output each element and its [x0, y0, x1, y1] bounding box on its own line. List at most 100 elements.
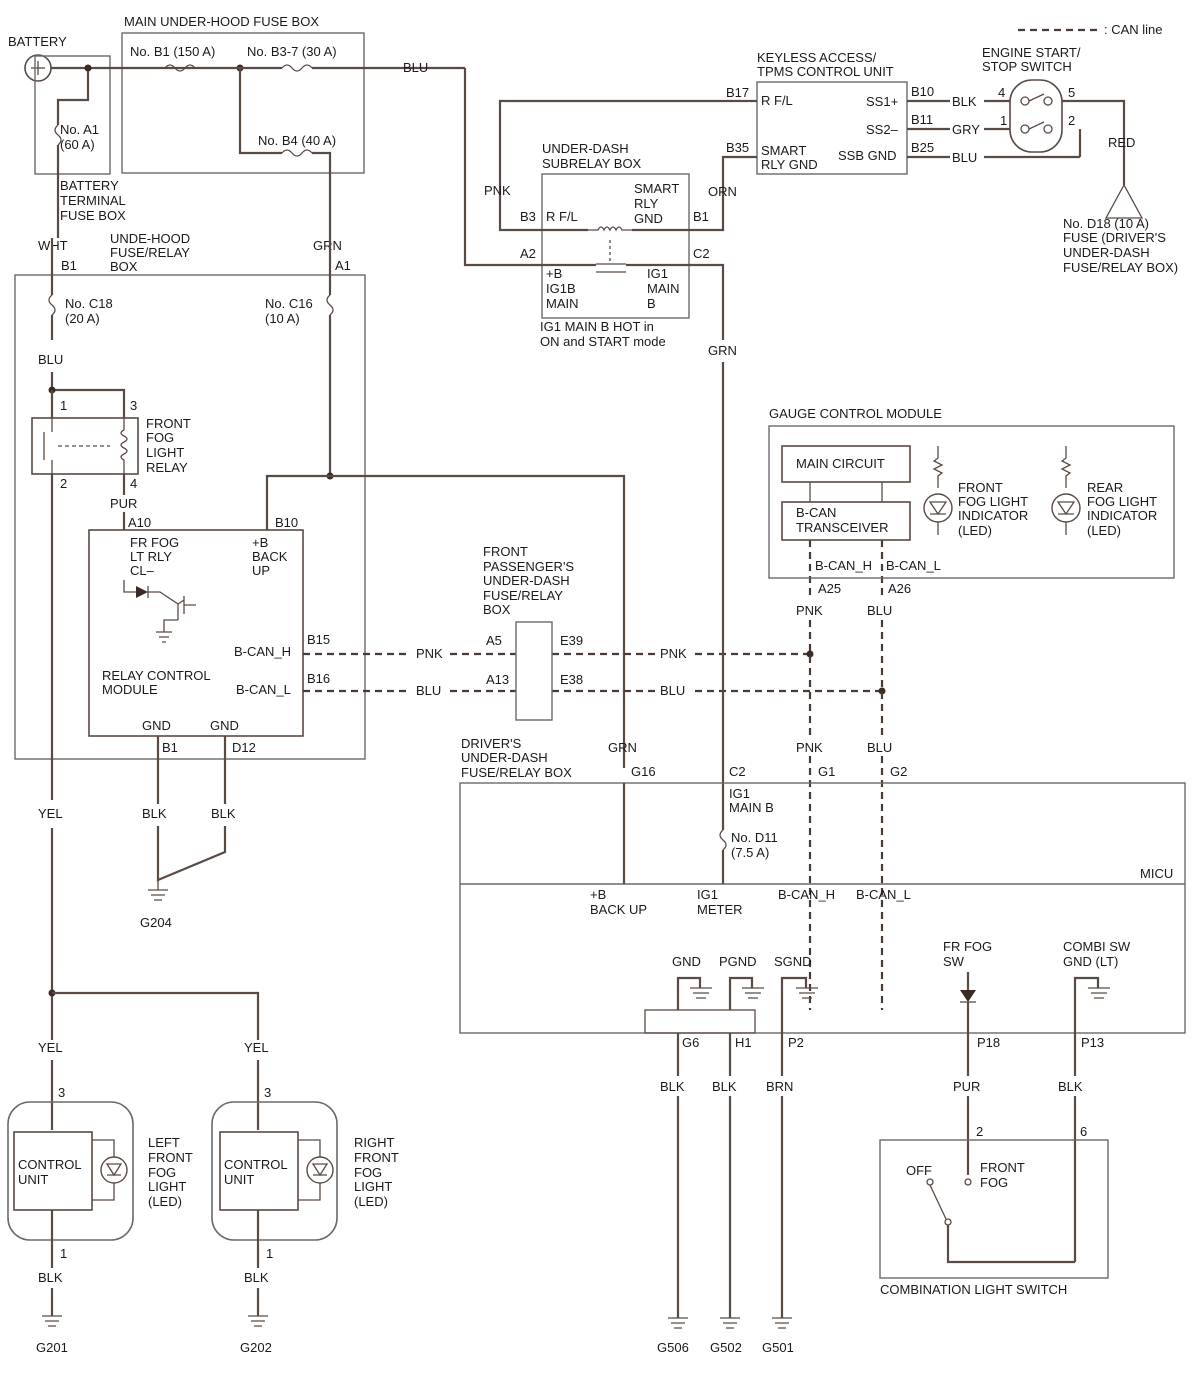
svg-text:(7.5 A): (7.5 A) [731, 845, 769, 860]
driver-box-title: DRIVER'S [461, 736, 522, 751]
svg-text:METER: METER [697, 902, 743, 917]
combination-light-switch: 2 6 OFF FRONT FOG COMBINATION LIGHT SWIT… [879, 1124, 1109, 1297]
ground-g202: G202 [240, 1340, 272, 1355]
rear-fog-indicator: REAR [1087, 480, 1123, 495]
combi-gnd-icon [1088, 987, 1110, 999]
svg-text:FOG LIGHT: FOG LIGHT [958, 494, 1028, 509]
svg-text:MAIN: MAIN [647, 281, 680, 296]
module-gnd2: GND [210, 718, 239, 733]
under-hood-wiring [48, 238, 626, 768]
svg-text:PASSENGER'S: PASSENGER'S [483, 559, 574, 574]
pin-a10: A10 [128, 515, 151, 530]
main-fuse-box-title: MAIN UNDER-HOOD FUSE BOX [124, 14, 319, 29]
fuse-b4-label: No. B4 (40 A) [258, 133, 336, 148]
micu-ig1-meter: IG1 [697, 887, 718, 902]
start-pin2: 2 [1068, 113, 1075, 128]
ground-g204: G204 [140, 915, 172, 930]
svg-text:LT RLY: LT RLY [130, 549, 172, 564]
svg-text:(LED): (LED) [1087, 523, 1121, 538]
fuse-a1-label: No. A1 [60, 122, 99, 137]
subrelay-title: UNDER-DASH [542, 141, 629, 156]
left-control-unit: CONTROL [18, 1157, 82, 1172]
svg-text:INDICATOR: INDICATOR [958, 508, 1028, 523]
svg-text:RLY GND: RLY GND [761, 157, 818, 172]
rear-fog-indicator-led-icon [1051, 446, 1081, 535]
subrelay-coil-icon [588, 226, 632, 232]
wire-yel-main: YEL [38, 806, 63, 821]
wire-blu-a26: BLU [867, 603, 892, 618]
fuse-b1-label: No. B1 (150 A) [130, 44, 215, 59]
svg-text:UP: UP [252, 563, 270, 578]
module-bcan-h: B-CAN_H [234, 644, 291, 659]
relay-coil-icon [120, 418, 128, 474]
can-bus-lines: PNK BLU PNK BLU PNK BLU PNK BLU [303, 540, 892, 1010]
svg-text:LIGHT: LIGHT [148, 1179, 186, 1194]
keyless-rfl: R F/L [761, 93, 793, 108]
pin-keyless-b11: B11 [911, 112, 933, 127]
svg-text:BOX: BOX [483, 602, 511, 617]
pin-sub-c2: C2 [693, 246, 710, 261]
pin-g6: G6 [682, 1035, 699, 1050]
pin-p13: P13 [1081, 1035, 1104, 1050]
engine-start-stop-switch: ENGINE START/ STOP SWITCH 4 5 1 2 [982, 45, 1081, 153]
gauge-control-module: GAUGE CONTROL MODULE MAIN CIRCUIT B-CAN … [768, 406, 1175, 596]
keyless-smart: SMART [761, 143, 806, 158]
start-switch-title: ENGINE START/ [982, 45, 1081, 60]
wire-brn-p2: BRN [766, 1079, 793, 1094]
legend-label: : CAN line [1104, 22, 1163, 37]
passenger-box-title: FRONT [483, 544, 528, 559]
front-fog-indicator: FRONT [958, 480, 1003, 495]
fuse-c18-icon [48, 294, 56, 316]
keyless-title: KEYLESS ACCESS/ [757, 50, 877, 65]
svg-text:B: B [647, 296, 656, 311]
pin-sub-b3: B3 [520, 209, 536, 224]
micu-pgnd-icon [742, 987, 764, 999]
pin-sub-b1: B1 [693, 209, 709, 224]
left-fog-light-title: LEFT [148, 1135, 180, 1150]
svg-text:IG1B: IG1B [546, 281, 576, 296]
pin-a25: A25 [818, 581, 841, 596]
ground-g201: G201 [36, 1340, 68, 1355]
micu-pgnd: PGND [719, 954, 757, 969]
pin-keyless-b10: B10 [911, 84, 934, 99]
wire-grn-a1: GRN [313, 238, 342, 253]
svg-text:(LED): (LED) [958, 523, 992, 538]
wire-gry-ss2: GRY [952, 122, 980, 137]
ground-g501: G501 [762, 1340, 794, 1355]
relay-pin1: 1 [60, 398, 67, 413]
subrelay-wiring: PNK ORN GRN [463, 68, 757, 830]
svg-text:MAIN: MAIN [546, 296, 579, 311]
ground-g502-icon [720, 1317, 740, 1329]
wire-grn-ig1: GRN [708, 343, 737, 358]
relay-pin4: 4 [130, 476, 137, 491]
svg-text:(10 A): (10 A) [265, 311, 300, 326]
ground-g506: G506 [657, 1340, 689, 1355]
wire-blu-top: BLU [403, 60, 428, 75]
wire-blk-b1: BLK [142, 806, 167, 821]
pin-e39: E39 [560, 633, 583, 648]
battery-terminal-fuse-box: No. A1 (60 A) BATTERY TERMINAL FUSE BOX [34, 55, 126, 223]
svg-text:FOG: FOG [146, 430, 174, 445]
micu-fr-fog-sw: FR FOG [943, 939, 992, 954]
svg-text:FUSE (DRIVER'S: FUSE (DRIVER'S [1063, 230, 1166, 245]
right-fog-light-title: RIGHT [354, 1135, 395, 1150]
svg-text:LIGHT: LIGHT [354, 1179, 392, 1194]
ig1-main-b-label: IG1 [729, 786, 750, 801]
pin-keyless-b25: B25 [911, 140, 934, 155]
fuse-d11-label: No. D11 [731, 830, 778, 845]
pin-b10: B10 [275, 515, 298, 530]
svg-text:FUSE/RELAY: FUSE/RELAY [483, 588, 563, 603]
svg-text:CL–: CL– [130, 563, 155, 578]
relay-control-module: A10 B10 FR FOG LT RLY CL– +B BACK UP REL… [88, 515, 330, 755]
subrelay-ig1b: +B [546, 266, 562, 281]
wire-orn-smart: ORN [708, 184, 737, 199]
wire-pur-relay: PUR [110, 496, 137, 511]
combi-off: OFF [906, 1163, 932, 1178]
keyless-ss1: SS1+ [866, 94, 898, 109]
battery-terminal-fuse-box-title: BATTERY [60, 178, 119, 193]
backup-label: +B [252, 535, 268, 550]
pin-b15: B15 [307, 632, 330, 647]
battery-label: BATTERY [8, 34, 67, 49]
ground-g501-icon [772, 1317, 792, 1329]
